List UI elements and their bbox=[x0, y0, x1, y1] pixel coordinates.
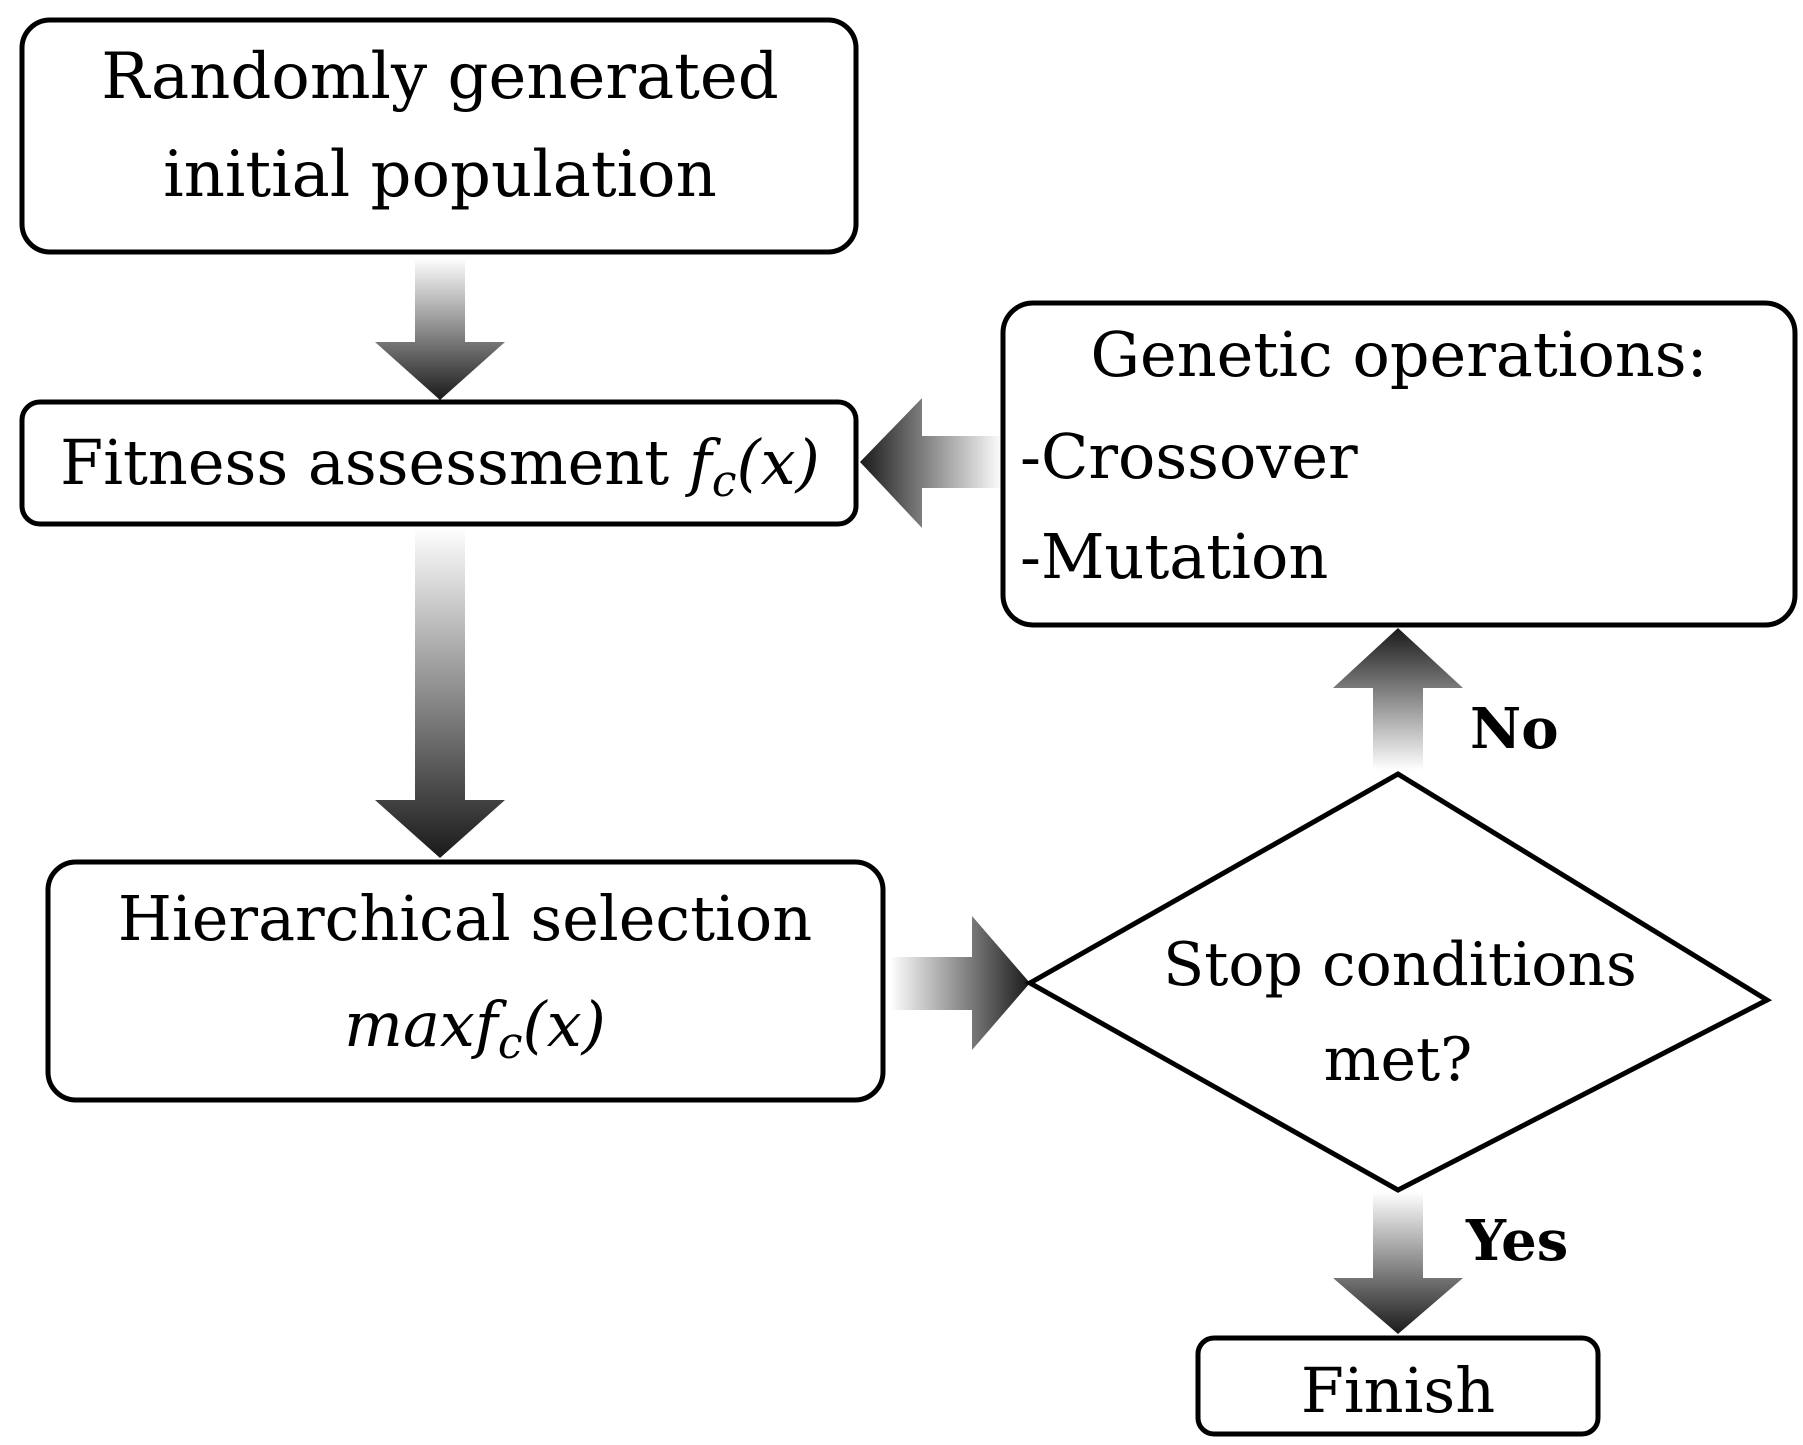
selection-sub: c bbox=[498, 1018, 523, 1069]
node-genetic-operations-crossover: -Crossover bbox=[1020, 420, 1358, 493]
node-hierarchical-selection-formula: maxfc(x) bbox=[344, 988, 606, 1069]
fitness-arg: (x) bbox=[736, 426, 819, 499]
fitness-sub: c bbox=[712, 456, 737, 507]
node-stop-conditions-line2: met? bbox=[1324, 1025, 1473, 1095]
arrow-stop-to-genetic-no bbox=[1333, 628, 1463, 770]
node-genetic-operations-title: Genetic operations: bbox=[1090, 318, 1707, 391]
node-hierarchical-selection-line1: Hierarchical selection bbox=[118, 882, 812, 955]
fitness-text: Fitness assessment bbox=[60, 426, 689, 499]
node-initial-population-line1: Randomly generated bbox=[101, 40, 778, 114]
selection-arg: (x) bbox=[523, 988, 606, 1061]
node-finish: Finish bbox=[1195, 1335, 1601, 1437]
node-fitness-assessment-label: Fitness assessment fc(x) bbox=[60, 426, 820, 507]
edge-label-no: No bbox=[1470, 696, 1559, 762]
node-fitness-assessment: Fitness assessment fc(x) bbox=[19, 399, 859, 527]
node-stop-conditions: Stop conditions met? bbox=[1024, 771, 1773, 1193]
node-initial-population-line2: initial population bbox=[163, 138, 717, 212]
node-genetic-operations-mutation: -Mutation bbox=[1020, 520, 1328, 593]
arrow-init-to-fitness bbox=[375, 258, 505, 400]
selection-max: max bbox=[344, 988, 475, 1061]
node-stop-conditions-line1: Stop conditions bbox=[1163, 930, 1637, 1000]
arrow-stop-to-finish-yes bbox=[1333, 1192, 1463, 1334]
node-initial-population: Randomly generated initial population bbox=[19, 17, 859, 255]
arrow-selection-to-stop bbox=[890, 916, 1030, 1050]
arrow-genetic-to-fitness bbox=[860, 398, 1003, 528]
node-genetic-operations: Genetic operations: -Crossover -Mutation bbox=[1000, 300, 1798, 628]
edge-label-yes: Yes bbox=[1465, 1208, 1568, 1274]
node-finish-label: Finish bbox=[1301, 1354, 1495, 1427]
arrow-fitness-to-selection bbox=[375, 528, 505, 858]
node-hierarchical-selection: Hierarchical selection maxfc(x) bbox=[45, 859, 886, 1103]
